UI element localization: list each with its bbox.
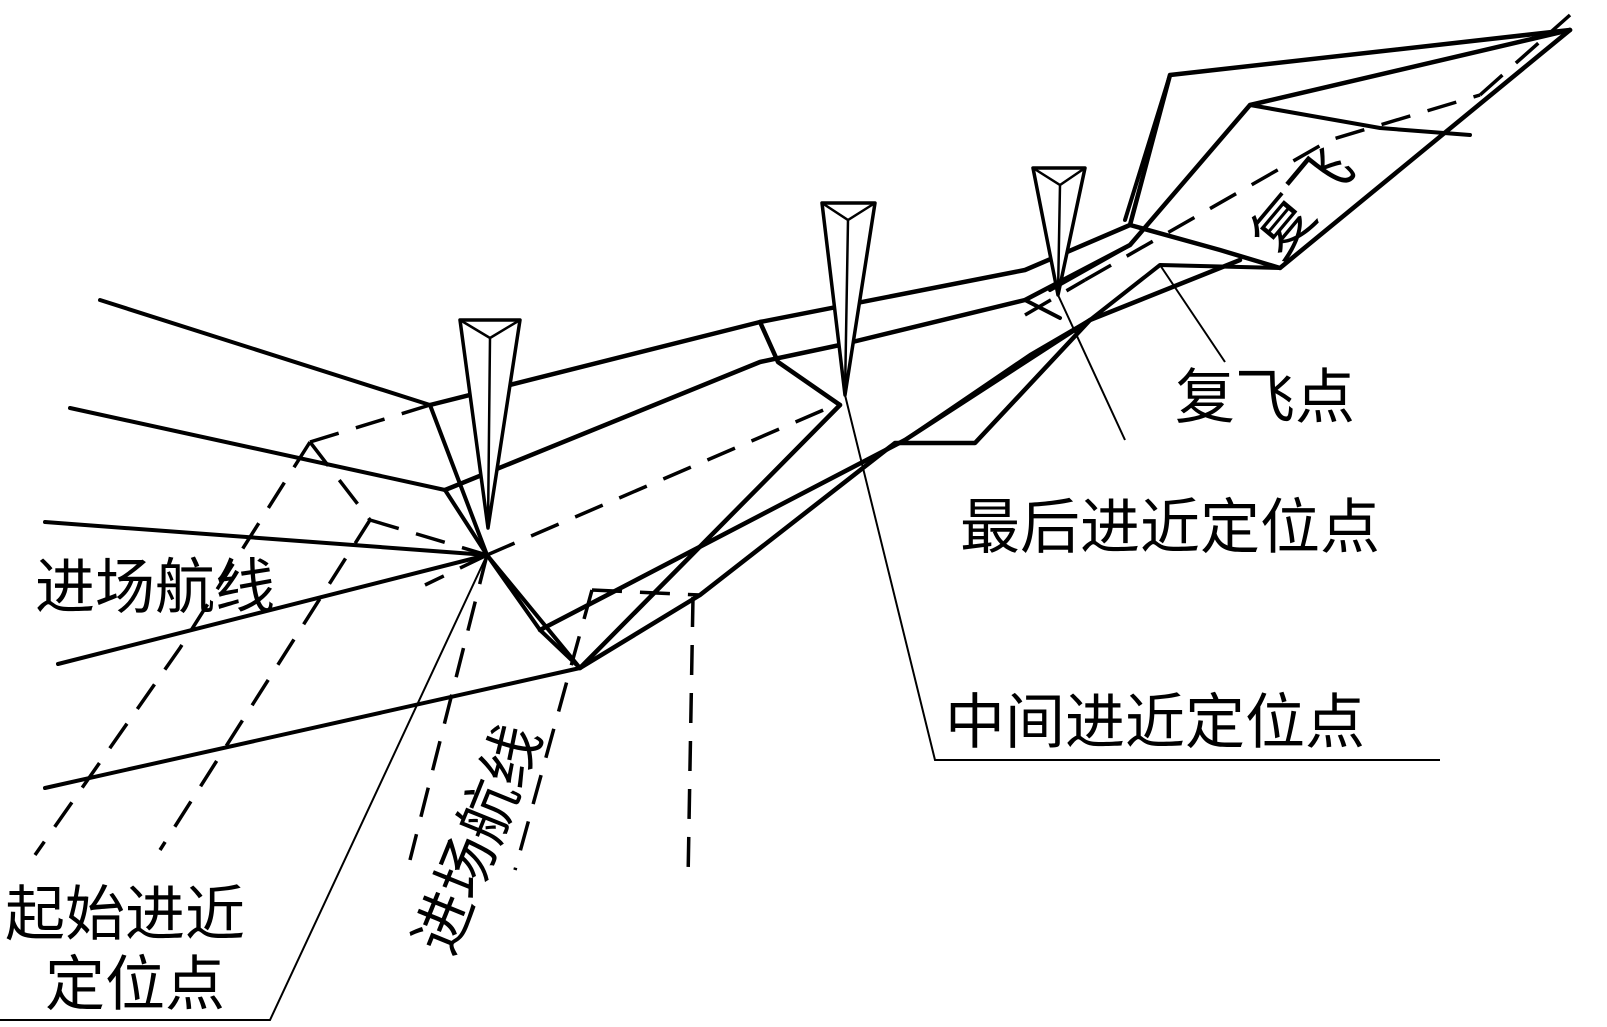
dashed-final-center <box>1024 278 1086 317</box>
dashed-mid <box>369 518 488 557</box>
dashed-fix-fan <box>424 553 488 587</box>
label-approach-route-left: 进场航线 <box>35 553 275 623</box>
label-intermediate-approach-fix: 中间进近定位点 <box>945 688 1365 758</box>
label-initial-approach-fix-line2: 定位点 <box>45 950 225 1020</box>
protection-area-dashed <box>33 13 1572 881</box>
lower-outer-edge-2 <box>485 553 582 670</box>
protection-area-outline <box>427 27 1573 671</box>
dashed-missed-center <box>1084 93 1481 282</box>
dashed-outer-top <box>309 403 431 444</box>
route-line-4 <box>56 553 489 666</box>
route-line-1 <box>98 298 432 407</box>
route-line-5 <box>43 666 582 790</box>
upper-boundary <box>427 27 1573 408</box>
inner-upper-edge <box>442 27 1573 493</box>
leader-intermediate-approach-fix <box>844 394 1440 761</box>
dashed-inner-left <box>158 440 373 851</box>
missed-approach-edge <box>1023 298 1062 320</box>
missed-approach-lower <box>1088 263 1282 322</box>
missed-approach-upper <box>1127 27 1573 271</box>
beacon-facet <box>459 318 521 529</box>
dashed-centerline <box>486 403 836 557</box>
leader-missed-approach-point <box>1159 264 1226 363</box>
iaf-connector-1 <box>428 403 489 557</box>
lower-mid-edge <box>537 257 1243 633</box>
inner-lower-edge <box>577 402 843 671</box>
approach-route-lines <box>43 298 582 790</box>
dashed-missed-far <box>1478 13 1572 97</box>
dashed-outer-left <box>33 441 312 857</box>
missed-approach-crossbar <box>1248 103 1472 137</box>
label-initial-approach-fix-line1: 起始进近 <box>5 880 245 950</box>
missed-approach-left-wing <box>1123 73 1172 222</box>
lower-outer-edge <box>577 317 1093 671</box>
route-line-2 <box>68 406 489 557</box>
dashed-trap-left <box>513 589 594 871</box>
beacon-initial-approach-fix <box>458 318 522 530</box>
missed-approach-cross <box>1048 243 1132 292</box>
leader-initial-approach-fix <box>0 554 488 1021</box>
marker-beacon-icon <box>820 201 877 397</box>
leader-lines <box>0 264 1440 1021</box>
dashed-trap-right <box>686 596 695 881</box>
label-final-approach-fix: 最后进近定位点 <box>960 493 1380 563</box>
beacon-facet <box>1032 166 1086 296</box>
iaf-connector-2 <box>485 553 582 670</box>
labels: 进场航线 进场航线 起始进近 定位点 中间进近定位点 最后进近定位点 复飞点 复… <box>5 135 1380 1020</box>
beacon-final-approach-fix <box>1031 166 1087 297</box>
intermediate-connector <box>757 319 843 408</box>
label-approach-route-bottom: 进场航线 <box>401 715 556 964</box>
label-missed-approach-point: 复飞点 <box>1175 363 1355 433</box>
leader-final-approach-fix <box>1057 294 1126 441</box>
dashed-trap-top <box>591 588 701 597</box>
route-line-3 <box>43 520 489 557</box>
dashed-from-fix-1 <box>408 554 489 861</box>
label-missed-approach: 复飞 <box>1238 135 1369 272</box>
beacon-intermediate-approach-fix <box>820 201 877 397</box>
lower-inner-segment <box>903 318 1092 442</box>
beacon-facet <box>821 201 876 396</box>
